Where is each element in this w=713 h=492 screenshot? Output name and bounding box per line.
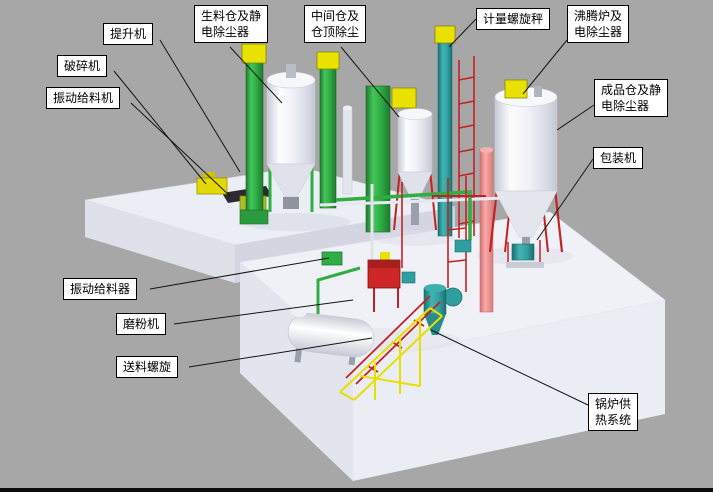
- leader-line-vibrating-feeder: [149, 257, 330, 290]
- label-packing-machine: 包装机: [593, 147, 644, 169]
- vibrating-feeder-unit: [321, 239, 472, 266]
- label-vibrating-feeder: 振动给料器: [63, 278, 138, 300]
- bucket-elevator-2: [316, 51, 340, 209]
- label-finished-product-silo: 成品仓及静 电除尘器: [594, 79, 669, 117]
- fluidized-furnace-unit: [367, 252, 416, 312]
- label-boiler-heating-system: 锅炉供 热系统: [588, 393, 639, 431]
- leader-line-mill: [173, 299, 354, 325]
- intermediate-silo: [393, 108, 437, 231]
- leader-line-finished-silo: [556, 104, 595, 131]
- leader-line-crusher: [113, 70, 207, 185]
- leader-line-raw-silo: [229, 46, 283, 104]
- label-grinding-mill: 磨粉机: [116, 313, 167, 335]
- fan-scroll: [443, 287, 463, 307]
- metering-head-box: [434, 25, 456, 44]
- finished-product-silo: [488, 79, 564, 253]
- motor-box: [401, 271, 416, 284]
- label-raw-silo: 生料仓及静 电除尘器: [194, 5, 269, 43]
- leader-line-packing-machine: [536, 158, 594, 241]
- leader-line-feeding-screw: [188, 337, 373, 368]
- bottom-border-line: [0, 488, 713, 492]
- leader-line-metering-screw: [448, 18, 477, 48]
- label-feeding-screw: 送料螺旋: [116, 356, 179, 378]
- leader-line-fluidized-furnace: [522, 39, 568, 95]
- packing-machine-shape: [506, 240, 544, 268]
- silo-head-box: [504, 79, 528, 99]
- red-lattice-tower: [458, 56, 475, 238]
- silo-top-vent: [286, 64, 296, 78]
- crusher-machine: [196, 177, 228, 195]
- elevator-head-box: [316, 51, 340, 70]
- label-intermediate-silo: 中间仓及 仓顶除尘: [304, 5, 367, 43]
- pipework: [316, 176, 506, 314]
- leader-lines: [113, 18, 595, 406]
- label-vibrating-feeder-machine: 振动给料机: [46, 87, 121, 109]
- elevator-tower-3: [365, 85, 417, 233]
- label-metering-screw-scale: 计量螺旋秤: [476, 8, 551, 30]
- label-elevator: 提升机: [103, 23, 154, 45]
- metering-screw-column: [434, 25, 456, 237]
- feeding-screw-frame: [339, 295, 443, 401]
- elevator-head-box: [241, 43, 267, 64]
- dust-pipe: [342, 105, 353, 195]
- raw-material-silo: [266, 64, 316, 212]
- tower-head-box: [391, 87, 417, 109]
- label-fluidized-furnace: 沸腾炉及 电除尘器: [567, 5, 630, 43]
- leader-line-elevator: [159, 39, 241, 173]
- leader-line-intermediate-silo: [340, 46, 400, 118]
- bucket-elevator-1: [239, 43, 269, 225]
- label-crusher: 破碎机: [57, 55, 108, 77]
- packing-feed-column: [479, 147, 494, 313]
- leader-line-boiler-system: [430, 329, 589, 406]
- leader-line-vibrating-feeder-machine: [130, 102, 231, 197]
- silo-top-vent: [534, 86, 542, 97]
